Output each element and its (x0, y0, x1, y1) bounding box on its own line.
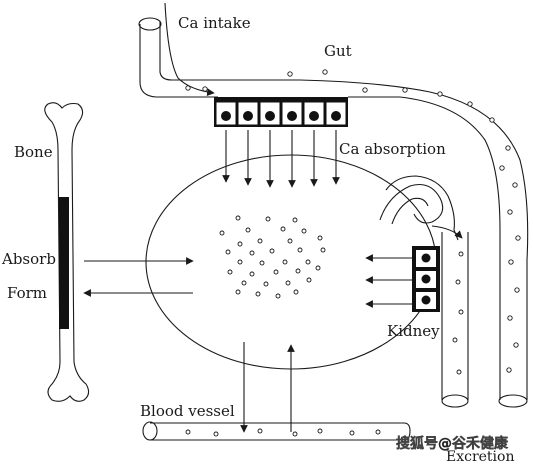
kidney-label: Kidney (387, 322, 440, 340)
kidney-reabsorption-arrows (365, 254, 412, 308)
blood-vessel (142, 421, 411, 441)
blood-calcium-particles (219, 215, 326, 299)
kidney (379, 175, 469, 408)
form-label: Form (7, 284, 47, 302)
ca-intake-arrow (164, 2, 215, 96)
gut-tube (138, 17, 529, 408)
bone-label: Bone (14, 143, 53, 161)
blood-vessel-particles (185, 428, 381, 437)
ca-absorption-arrows (222, 130, 340, 188)
gut-label: Gut (324, 42, 352, 60)
watermark-text: 搜狐号@谷禾健康 (396, 435, 509, 452)
ca-intake-label: Ca intake (178, 14, 251, 32)
blood-vessel-label: Blood vessel (140, 402, 235, 420)
ca-absorption-label: Ca absorption (339, 140, 446, 158)
absorb-label: Absorb (1, 250, 56, 268)
kidney-particles (452, 251, 464, 375)
intestinal-epithelium-cells (214, 97, 348, 127)
bone (44, 102, 90, 402)
gut-particles (185, 69, 521, 373)
